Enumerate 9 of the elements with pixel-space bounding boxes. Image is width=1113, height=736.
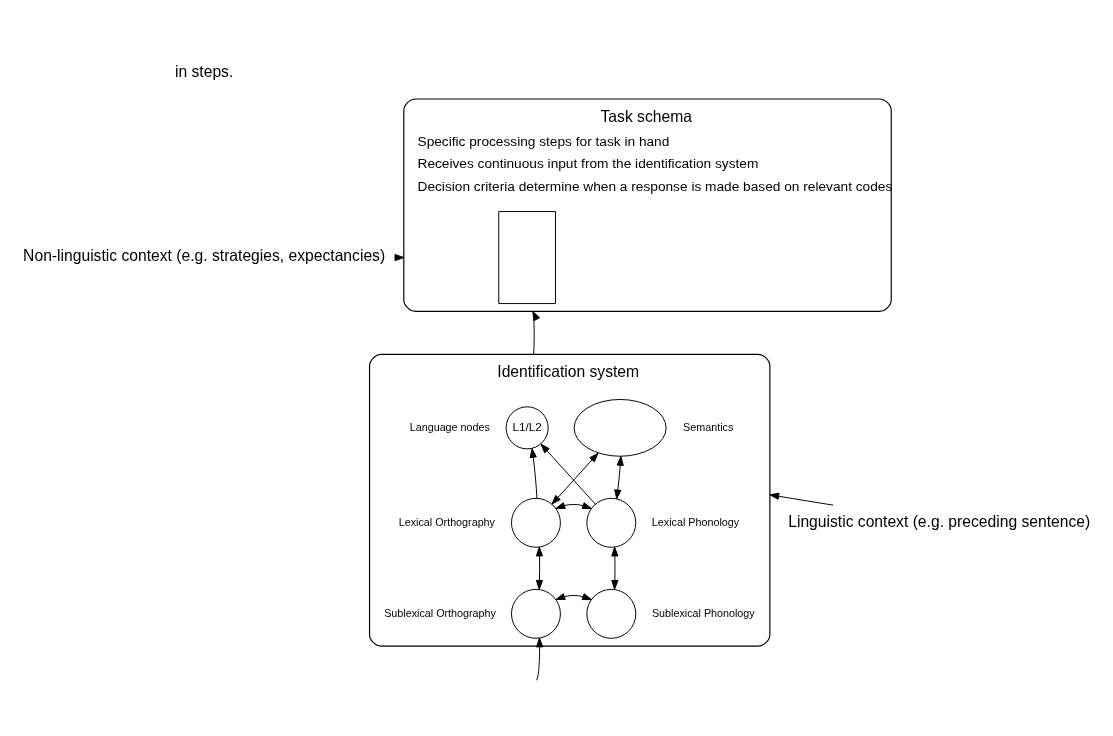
node-label: Lexical Orthography xyxy=(398,515,495,528)
node-label: Sublexical Phonology xyxy=(651,606,755,619)
node-label: Sublexical Orthography xyxy=(384,606,496,619)
node-text: Non-linguistic context (e.g. strategies, expectancies) xyxy=(23,246,386,264)
node-label: Language nodes xyxy=(409,420,490,433)
node-text: Linguistic context (e.g. preceding sentence) xyxy=(788,512,1091,530)
label: in steps. xyxy=(174,62,234,80)
node-label: Semantics xyxy=(683,420,734,433)
node-label: Lexical Phonology xyxy=(651,515,740,528)
